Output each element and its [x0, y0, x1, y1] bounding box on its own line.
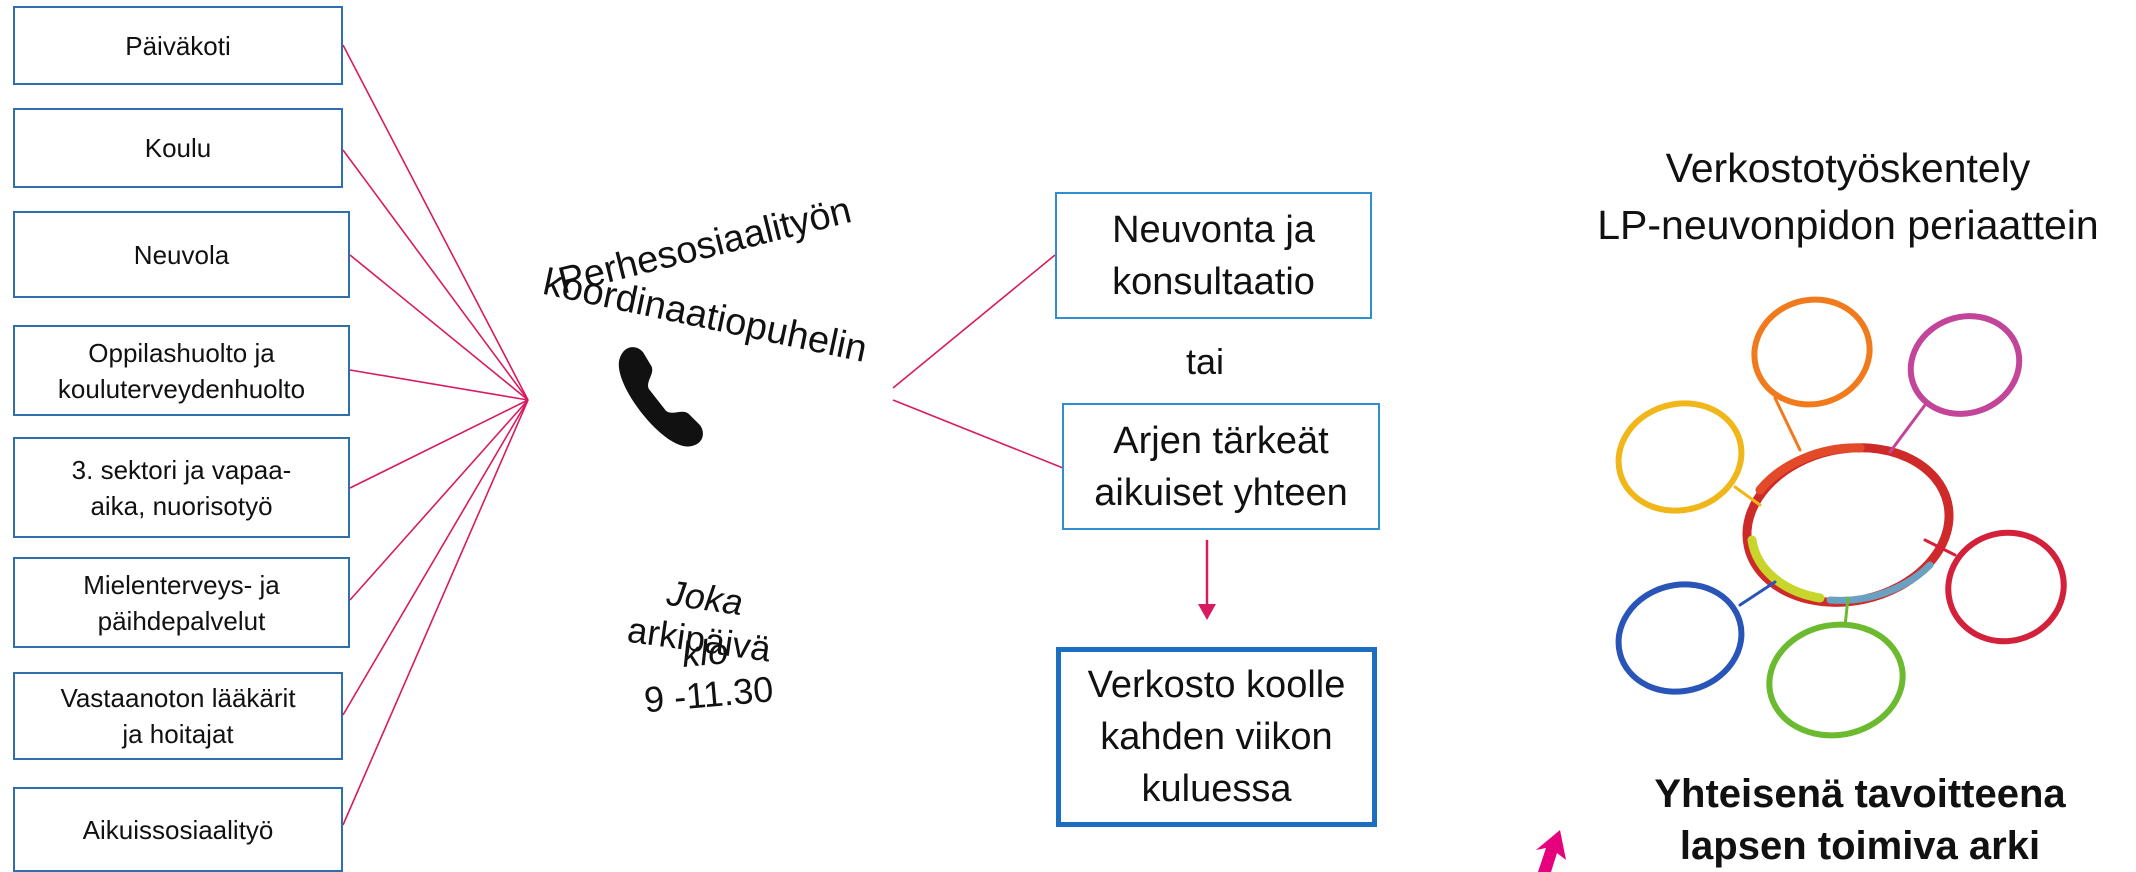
connector-line — [349, 399, 529, 601]
connector-line — [892, 254, 1056, 389]
source-box-oppilashuolto: Oppilashuolto ja kouluterveydenhuolto — [13, 325, 350, 416]
accent-arrow-icon — [1536, 830, 1566, 872]
source-box-vastaanotto: Vastaanoton lääkärit ja hoitajat — [13, 672, 343, 760]
source-box-aikuissosiaalityo: Aikuissosiaalityö — [13, 787, 343, 872]
outcome-connector-tai: tai — [1185, 341, 1225, 382]
connector-line — [892, 399, 1064, 469]
phone-icon — [618, 347, 703, 447]
hub-schedule-line2-italic: klo — [680, 630, 730, 675]
connector-line — [349, 254, 529, 401]
connector-line — [342, 399, 529, 716]
source-box-kolmas-sektori: 3. sektori ja vapaa- aika, nuorisotyö — [13, 437, 350, 538]
source-box-neuvola: Neuvola — [13, 211, 350, 298]
network-goal: Yhteisenä tavoitteena lapsen toimiva ark… — [1654, 772, 2066, 868]
source-box-mielenterveys: Mielenterveys- ja päihdepalvelut — [13, 557, 350, 648]
source-box-paivakoti: Päiväkoti — [13, 6, 343, 85]
network-cluster-icon — [1615, 296, 2067, 739]
outcome-box-neuvonta: Neuvonta ja konsultaatio — [1055, 192, 1372, 319]
down-arrow-head — [1198, 604, 1216, 620]
connector-line — [349, 399, 529, 489]
connector-line — [342, 44, 529, 401]
connector-line — [342, 149, 529, 401]
outcome-box-arjen-aikuiset: Arjen tärkeät aikuiset yhteen — [1062, 403, 1380, 530]
hub-schedule-line2: klo 9 -11.30 — [575, 579, 835, 726]
connector-line — [342, 399, 529, 826]
connector-line — [349, 369, 529, 401]
result-box-verkosto: Verkosto koolle kahden viikon kuluessa — [1056, 647, 1377, 827]
source-box-koulu: Koulu — [13, 108, 343, 188]
network-heading: Verkostotyöskentely LP-neuvonpidon peria… — [1597, 145, 2099, 248]
